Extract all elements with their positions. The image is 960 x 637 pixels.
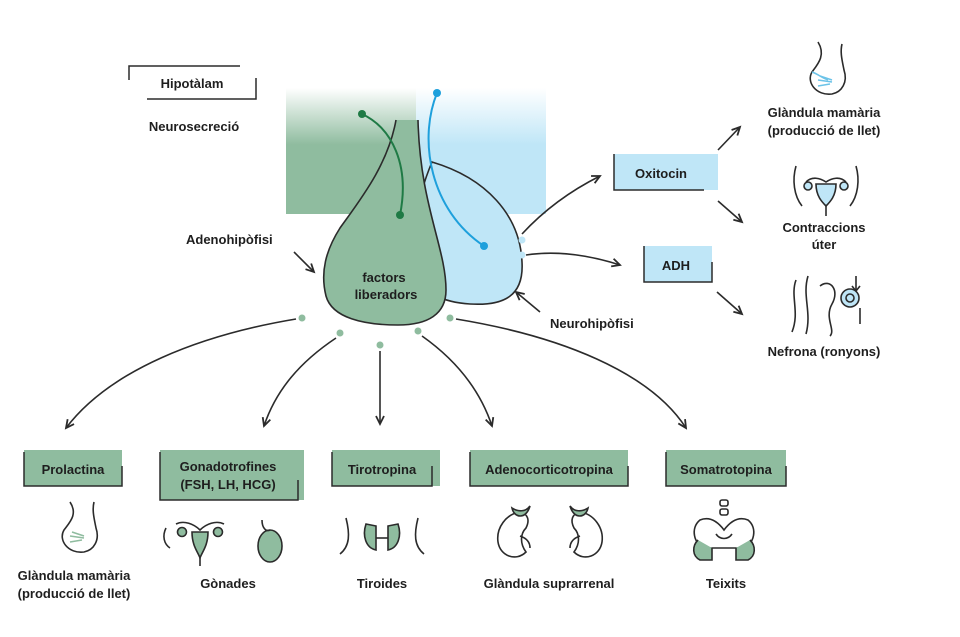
arrow-to-mammary	[717, 125, 742, 151]
nephron-icon	[791, 275, 861, 337]
gonads-icon	[163, 519, 283, 566]
blue-neuron	[427, 89, 488, 250]
arrow-to-gonadotrofines	[261, 337, 337, 428]
gonadotrofines-box: Gonadotrofines (FSH, LH, HCG)	[159, 450, 304, 501]
tirotropina-label: Tirotropina	[348, 462, 417, 477]
arrow-to-adh	[525, 252, 622, 268]
oxitocin-box: Oxitocin	[613, 154, 718, 191]
arrow-to-prolactina	[64, 318, 297, 430]
adenohypophysis-label: Adenohipòfisi	[186, 232, 273, 247]
thyroid-icon	[339, 517, 425, 555]
tiroides-label: Tiroides	[357, 576, 407, 591]
prolactina-release-dot	[298, 314, 306, 322]
neuro-mammary-label-1: Glàndula mamària	[768, 105, 881, 120]
teixits-label: Teixits	[706, 576, 746, 591]
arrow-to-uterus	[717, 200, 744, 224]
gonado-release-dot	[336, 329, 344, 337]
adenocorticotropina-label: Adenocorticotropina	[485, 462, 614, 477]
arrow-to-somatrotopina	[455, 318, 688, 430]
prolactina-box: Prolactina	[23, 450, 123, 487]
suprarrenal-label: Glàndula suprarrenal	[484, 576, 615, 591]
adeno-mammary-label-2: (producció de llet)	[18, 586, 131, 601]
tirotropina-box: Tirotropina	[331, 450, 440, 487]
gonades-label: Gònades	[200, 576, 256, 591]
neuro-uterus-label-1: Contraccions	[782, 220, 865, 235]
hypothalamus-label: Hipotàlam	[128, 65, 257, 100]
center-label-1: factors	[362, 270, 405, 285]
adenohypophysis-lobe	[322, 119, 447, 326]
adh-label: ADH	[662, 258, 690, 273]
arrow-to-adenocorticotropina	[421, 335, 495, 428]
pelvis-icon	[692, 499, 756, 561]
breast-icon-bottom	[61, 501, 99, 553]
somato-release-dot	[446, 314, 454, 322]
neuro-uterus-label-2: úter	[812, 237, 837, 252]
somatrotopina-box: Somatrotopina	[665, 450, 787, 487]
gonadotrofines-label-2: (FSH, LH, HCG)	[180, 477, 275, 492]
tiro-release-dot	[376, 341, 384, 349]
neurohypophysis-label: Neurohipòfisi	[550, 316, 634, 331]
neuro-mammary-label-2: (producció de llet)	[768, 123, 881, 138]
neurosecretion-label: Neurosecreció	[149, 119, 239, 134]
adeno-release-dot	[414, 327, 422, 335]
neuro-pointer-arrow	[514, 290, 541, 313]
prolactina-label: Prolactina	[42, 462, 106, 477]
gonadotrofines-label-1: Gonadotrofines	[180, 459, 277, 474]
adeno-pointer-arrow	[293, 251, 316, 274]
arrow-to-oxitocin	[521, 175, 602, 235]
green-neuron	[358, 110, 404, 219]
nephron-label: Nefrona (ronyons)	[768, 344, 881, 359]
adeno-mammary-label-1: Glàndula mamària	[18, 568, 131, 583]
breast-icon	[809, 41, 847, 95]
arrow-to-nephron	[716, 291, 744, 316]
adrenal-icon	[496, 505, 604, 558]
adh-release-dot	[518, 251, 526, 259]
adenocorticotropina-box: Adenocorticotropina	[469, 450, 629, 487]
adh-box: ADH	[643, 246, 713, 283]
center-label-2: liberadors	[355, 287, 418, 302]
uterus-icon	[793, 165, 859, 216]
hypothalamus-title: Hipotàlam	[161, 76, 224, 91]
somatrotopina-label: Somatrotopina	[680, 462, 772, 477]
oxitocin-label: Oxitocin	[635, 166, 687, 181]
oxitocin-release-dot	[518, 236, 526, 244]
